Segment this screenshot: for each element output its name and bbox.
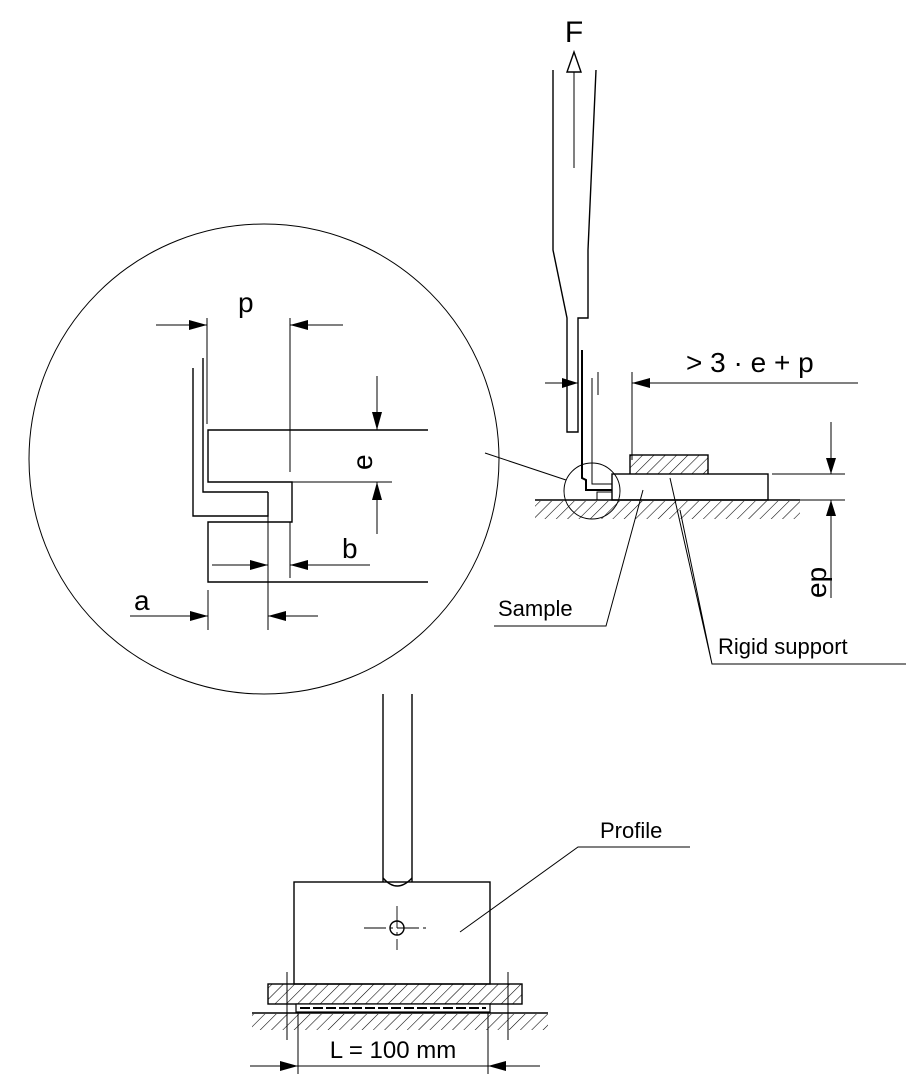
force-label: F xyxy=(565,16,583,49)
sample-plate xyxy=(611,473,769,501)
detail-strip-inner xyxy=(202,358,268,493)
front-view: Profile L = 100 mm xyxy=(250,694,690,1074)
force-arrow xyxy=(566,49,582,168)
detail-circle xyxy=(28,223,500,695)
thickness-label: ep xyxy=(801,567,832,598)
side-view: F > 3 · e + p ep Sample Rigid s xyxy=(484,16,906,665)
profile-leader xyxy=(459,846,690,933)
detail-marker-circle xyxy=(563,462,621,520)
detail-connector xyxy=(484,452,567,481)
rod-tip xyxy=(382,877,413,887)
profile-label: Profile xyxy=(600,818,662,843)
spacing-label: > 3 · e + p xyxy=(686,347,814,378)
detail-profile xyxy=(207,429,428,583)
detail-view: p e b a xyxy=(28,223,500,695)
rigid-support-leader xyxy=(669,477,906,665)
grip-rod xyxy=(382,694,413,882)
length-label: L = 100 mm xyxy=(330,1037,457,1064)
front-ground-hatch xyxy=(252,1014,548,1030)
peeled-strip xyxy=(581,350,612,491)
sample-leader xyxy=(494,489,644,627)
detail-b-label: b xyxy=(342,533,358,564)
detail-p-label: p xyxy=(238,287,254,318)
detail-a-label: a xyxy=(134,585,150,616)
clamp-bar xyxy=(267,983,523,1005)
detail-e-label: e xyxy=(347,454,378,470)
ground-hatch xyxy=(535,501,800,519)
sample-profile xyxy=(591,378,613,500)
grip-outline xyxy=(552,69,597,433)
sample-label: Sample xyxy=(498,596,573,621)
detail-strip-outer xyxy=(192,368,269,517)
rigid-support-block xyxy=(629,454,709,476)
rigid-support-label: Rigid support xyxy=(718,634,848,659)
